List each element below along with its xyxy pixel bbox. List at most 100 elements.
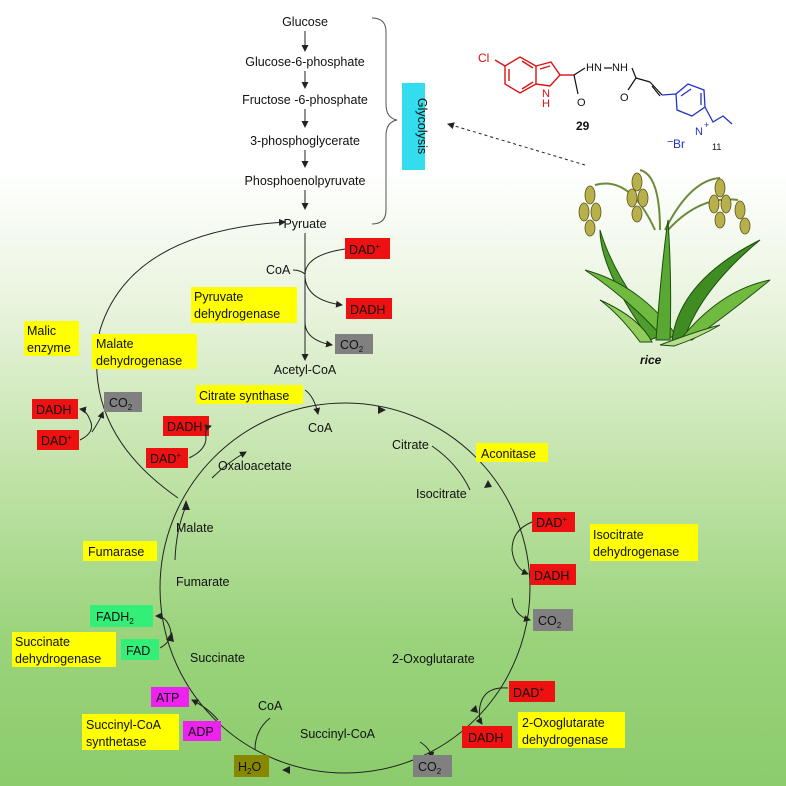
oaa-dadh-box xyxy=(163,416,209,436)
compound-29-structure: Cl N H O HN NH O N + − Br 11 29 xyxy=(478,51,733,152)
pyruvate-dehydrogenase-box xyxy=(191,287,297,323)
pyruvate-dehydrogenase-line1: Pyruvate xyxy=(194,290,243,304)
succinyl-coa-synthetase-line1: Succinyl-CoA xyxy=(86,718,162,732)
oxo-dad-plus: DAD+ xyxy=(513,685,544,700)
indole-n-atom: N xyxy=(542,88,550,100)
iso-dad-plus-box xyxy=(532,512,575,532)
iso-cofactor-arrow xyxy=(511,521,533,575)
pdh-co2: CO2 xyxy=(340,338,364,354)
pyridinium-plus-charge: + xyxy=(704,120,709,130)
metabolite-isocitrate: Isocitrate xyxy=(416,487,467,501)
metabolite-glucose-6-phosphate: Glucose-6-phosphate xyxy=(245,55,365,69)
malate-dehydrogenase-box xyxy=(92,334,197,369)
pdh-dad-plus-box xyxy=(345,238,390,259)
bromide-minus-charge: − xyxy=(667,136,673,148)
citrate-synthase-box xyxy=(196,385,303,404)
fumarase: Fumarase xyxy=(88,545,144,559)
metabolite-pyruvate: Pyruate xyxy=(283,217,326,231)
metabolite-3-phosphoglycerate: 3-phosphoglycerate xyxy=(250,134,360,148)
oxo-dadh: DADH xyxy=(468,731,503,745)
isocitrate-dehydrogenase-line1: Isocitrate xyxy=(593,528,644,542)
bromide-ion: Br xyxy=(673,137,685,151)
adp-box xyxy=(183,721,221,741)
nh-atom: NH xyxy=(612,62,628,74)
pyruvate-dehydrogenase-step: CoA DAD+ DADH CO2 Pyruvate dehydrogenase xyxy=(191,233,392,361)
fumarase-box xyxy=(83,541,157,561)
oxoglutarate-dehydrogenase-line1: 2-Oxoglutarate xyxy=(522,716,605,730)
h2o: H2O xyxy=(238,760,261,776)
tca-cycle-circle xyxy=(159,402,531,774)
fad-cofactor-arrow xyxy=(155,612,172,649)
adp-to-atp-arrow xyxy=(191,699,219,721)
metabolite-succinyl-coa: Succinyl-CoA xyxy=(300,727,376,741)
chlorine-atom: Cl xyxy=(478,51,489,65)
metabolite-malate: Malate xyxy=(176,521,214,535)
compound-number: 29 xyxy=(576,119,590,133)
rice-label: rice xyxy=(640,353,662,367)
iso-dadh-box xyxy=(530,564,576,585)
tca-cycle: Acetyl-CoA Citrate synthase CoA Citrate … xyxy=(12,363,698,777)
coa-output-label: CoA xyxy=(308,421,333,435)
malic-dad-plus: DAD+ xyxy=(41,433,72,448)
succinate-dehydrogenase-box xyxy=(12,632,116,667)
oxo-co2-box xyxy=(413,755,452,777)
malic-co2-box xyxy=(104,392,142,412)
glycolysis-bracket xyxy=(371,17,398,225)
malic-enzyme-loop: Malic enzyme Malate dehydrogenase DADH D… xyxy=(24,218,286,499)
iso-dad-plus: DAD+ xyxy=(536,515,567,530)
atp: ATP xyxy=(156,691,179,705)
adp: ADP xyxy=(188,725,214,739)
tca-direction-arrowhead xyxy=(282,766,290,774)
metabolite-phosphoenolpyruvate: Phosphoenolpyruvate xyxy=(245,174,366,188)
indole-h-atom: H xyxy=(542,98,550,110)
tca-direction-arrowhead xyxy=(470,705,478,713)
malate-dehydrogenase-line1: Malate xyxy=(96,337,134,351)
malic-co2-arrow xyxy=(91,411,105,433)
glycolysis-label: Glycolysis xyxy=(415,98,429,154)
malic-dadh-box xyxy=(32,399,78,419)
pdh-cofactor-arrow xyxy=(304,248,346,308)
metabolite-succinate: Succinate xyxy=(190,651,245,665)
tca-direction-arrowhead xyxy=(182,500,190,510)
oaa-cofactor-arrow xyxy=(188,424,212,459)
succinyl-coa-synthetase-line2: synthetase xyxy=(86,735,147,749)
metabolite-glucose: Glucose xyxy=(282,15,328,29)
malic-dad-plus-box xyxy=(37,430,79,450)
coa-input-arrow xyxy=(292,269,306,275)
oxo-co2: CO2 xyxy=(418,760,442,776)
metabolite-acetyl-coa: Acetyl-CoA xyxy=(274,363,337,377)
oaa-dad-plus: DAD+ xyxy=(150,451,181,466)
pyridinium-n-atom: N xyxy=(695,126,703,138)
fadh2-box xyxy=(90,605,153,627)
pdh-co2-arrow xyxy=(304,321,333,348)
iso-co2-arrow xyxy=(511,597,531,622)
glycolysis-pathway: Glucose Glucose-6-phosphate Fructose -6-… xyxy=(242,15,429,231)
glycolysis-label-box xyxy=(402,83,425,170)
malate-to-oaa-arrow xyxy=(211,451,247,479)
iso-co2: CO2 xyxy=(538,614,562,630)
succinate-dehydrogenase-line2: dehydrogenase xyxy=(15,652,101,666)
oxo-dad-plus-box xyxy=(509,681,555,702)
oxo-dadh-box xyxy=(462,726,512,748)
oxygen-atom-2: O xyxy=(620,92,629,104)
coa-h2o-arrow xyxy=(254,717,271,751)
fadh2: FADH2 xyxy=(96,610,134,626)
fad-box xyxy=(121,639,159,660)
oxo-cofactor-arrow xyxy=(475,687,509,725)
aconitase-box xyxy=(476,443,548,462)
tca-direction-arrowhead xyxy=(378,406,386,414)
pdh-dadh: DADH xyxy=(350,303,385,317)
isocitrate-dehydrogenase-line2: dehydrogenase xyxy=(593,545,679,559)
metabolite-fumarate: Fumarate xyxy=(176,575,230,589)
oxygen-atom-1: O xyxy=(577,97,586,109)
tca-direction-arrowhead xyxy=(484,480,492,488)
rice-plant-illustration: rice xyxy=(578,169,771,367)
metabolite-oxaloacetate: Oxaloacetate xyxy=(218,459,292,473)
atp-box xyxy=(151,687,189,707)
pdh-co2-box xyxy=(335,334,373,354)
oaa-dadh: DADH xyxy=(167,420,202,434)
malic-enzyme-box xyxy=(24,321,79,356)
isocitrate-dehydrogenase-box xyxy=(590,524,698,561)
malic-enzyme-line1: Malic xyxy=(27,324,56,338)
